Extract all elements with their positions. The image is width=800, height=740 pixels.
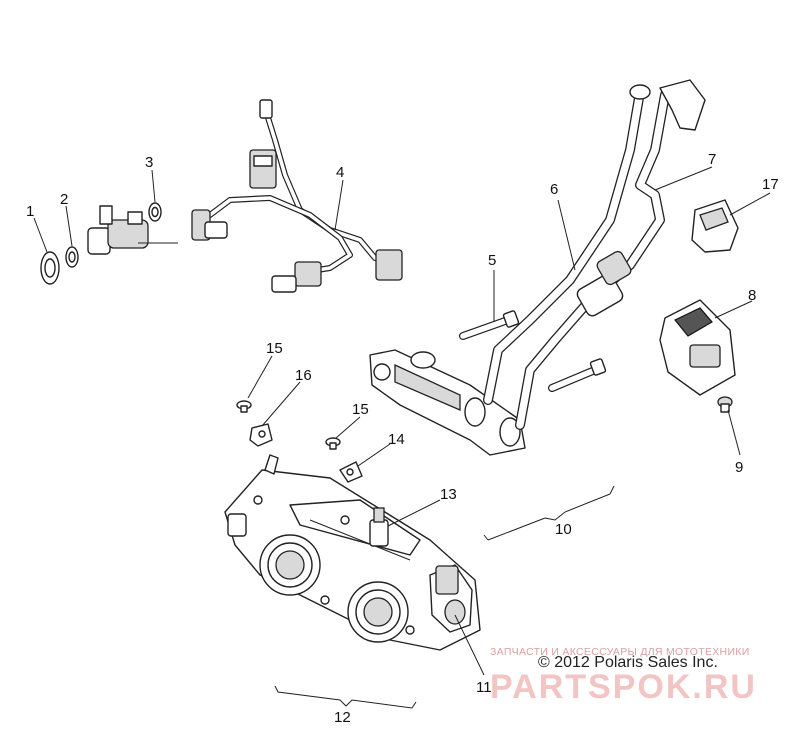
callout-16: 16 — [295, 367, 312, 384]
callout-15-lower: 15 — [352, 401, 369, 418]
watermark-site: PARTSPOK.RU — [490, 668, 757, 706]
part-4-wiring-harness — [191, 99, 403, 293]
leader-lines — [33, 166, 771, 676]
part-6-7-fuel-hoses — [483, 79, 706, 430]
part-13-sensor — [369, 507, 389, 547]
callout-7: 7 — [708, 151, 716, 168]
part-14-clamp — [339, 461, 363, 483]
callout-11: 11 — [476, 679, 492, 696]
part-12-throttle-body — [224, 454, 481, 651]
watermark-tagline: ЗАПЧАСТИ И АКСЕССУАРЫ ДЛЯ МОТОТЕХНИКИ — [490, 646, 750, 658]
group-braces — [274, 485, 615, 709]
callout-9: 9 — [735, 459, 743, 476]
callout-1: 1 — [26, 203, 34, 220]
part-11-tps — [429, 564, 473, 633]
part-1-seal — [40, 251, 60, 285]
callout-5: 5 — [488, 252, 496, 269]
part-15-screw-upper — [236, 400, 252, 413]
part-5-bolt — [459, 310, 520, 340]
part-17-clip — [691, 199, 739, 253]
copyright-notice: © 2012 Polaris Sales Inc. — [538, 654, 718, 671]
callout-labels: 1 2 3 4 5 6 7 8 9 10 11 12 13 14 15 15 1… — [26, 151, 779, 726]
callout-2: 2 — [60, 191, 68, 208]
callout-8: 8 — [748, 287, 756, 304]
part-8-module — [659, 299, 736, 396]
rail-bolt — [548, 358, 607, 392]
callout-10: 10 — [555, 521, 572, 538]
callout-15-upper: 15 — [266, 340, 283, 357]
callout-6: 6 — [550, 181, 558, 198]
fuel-rail — [369, 349, 526, 456]
fuel-injector — [87, 205, 178, 255]
part-9-screw — [717, 396, 733, 413]
callout-3: 3 — [145, 154, 153, 171]
callout-13: 13 — [440, 486, 457, 503]
part-2-washer — [65, 246, 79, 268]
callout-14: 14 — [388, 431, 405, 448]
callout-12: 12 — [334, 709, 351, 726]
part-3-washer — [148, 202, 162, 222]
callout-17: 17 — [762, 176, 779, 193]
part-16-clamp — [249, 423, 273, 447]
callout-4: 4 — [336, 164, 344, 181]
part-15-screw-lower — [325, 437, 341, 450]
